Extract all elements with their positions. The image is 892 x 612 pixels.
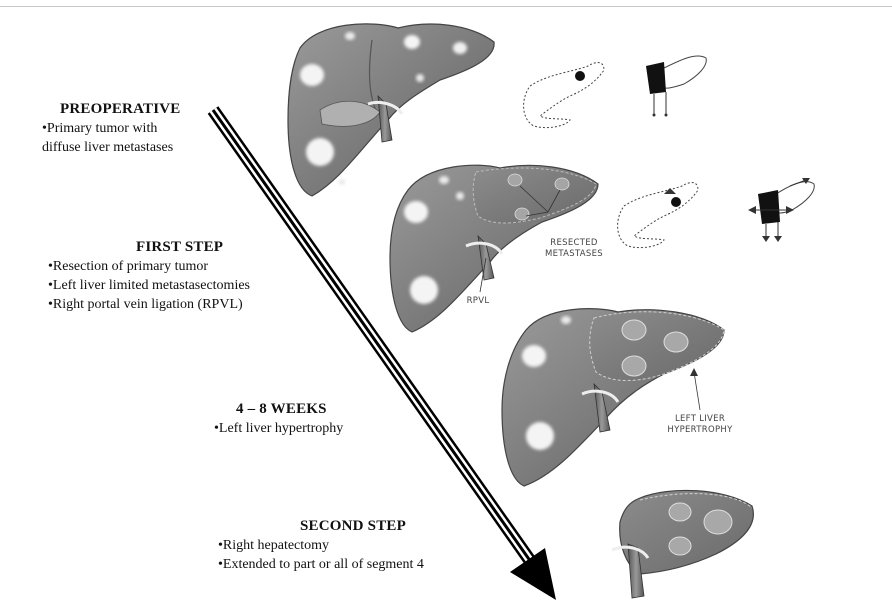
label-resected-metastases: RESECTED METASTASES xyxy=(534,238,614,260)
step-line: •Primary tumor with xyxy=(42,119,180,138)
step-weeks: 4 – 8 WEEKS •Left liver hypertrophy xyxy=(214,400,343,438)
step-heading: SECOND STEP xyxy=(218,517,424,536)
label-rpvl: RPVL xyxy=(458,296,498,307)
step-line: diffuse liver metastases xyxy=(42,138,180,157)
step-line: •Extended to part or all of segment 4 xyxy=(218,555,424,574)
step-line: •Resection of primary tumor xyxy=(48,257,250,276)
step-line: •Right hepatectomy xyxy=(218,536,424,555)
label-line: RESECTED xyxy=(534,238,614,249)
pancreas-block-arrows xyxy=(748,178,814,242)
pancreas-with-tumor xyxy=(524,63,604,128)
label-line: HYPERTROPHY xyxy=(655,425,745,436)
step-line: •Left liver hypertrophy xyxy=(214,419,343,438)
label-left-liver-hypertrophy: LEFT LIVER HYPERTROPHY xyxy=(655,414,745,436)
label-line: LEFT LIVER xyxy=(655,414,745,425)
step-first: FIRST STEP •Resection of primary tumor •… xyxy=(48,238,250,314)
step-heading: 4 – 8 WEEKS xyxy=(214,400,343,419)
liver-hypertrophy xyxy=(502,309,724,486)
pancreas-resected xyxy=(618,183,698,248)
step-second: SECOND STEP •Right hepatectomy •Extended… xyxy=(218,517,424,574)
step-preoperative: PREOPERATIVE •Primary tumor with diffuse… xyxy=(42,100,180,157)
liver-remnant xyxy=(612,490,753,598)
label-line: METASTASES xyxy=(534,249,614,260)
step-line: •Left liver limited metastasectomies xyxy=(48,276,250,295)
step-heading: PREOPERATIVE xyxy=(42,100,180,119)
step-line: •Right portal vein ligation (RPVL) xyxy=(48,295,250,314)
pancreas-resection-block xyxy=(646,56,706,117)
step-heading: FIRST STEP xyxy=(48,238,250,257)
